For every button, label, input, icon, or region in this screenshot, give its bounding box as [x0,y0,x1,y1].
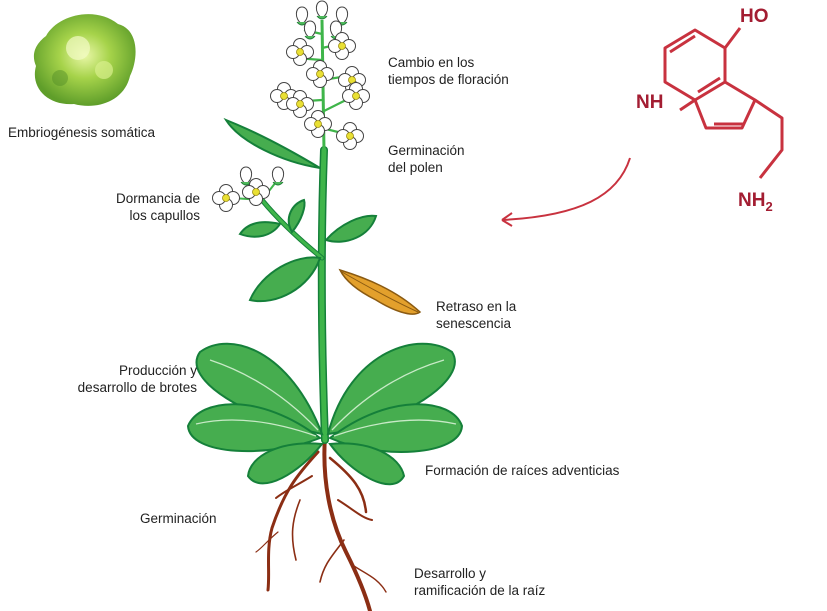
serotonin-structure [663,27,784,179]
label-embryogenesis: Embriogénesis somática [8,125,156,140]
label-flowering-line1: Cambio en los [388,55,475,70]
label-pollen: Germinación del polen [388,142,465,176]
label-shoots: Producción y desarrollo de brotes [78,362,197,396]
label-flowering-line2: tiempos de floración [388,72,509,87]
label-senescence: Retraso en la senescencia [436,298,516,332]
label-bud-dormancy-line2: los capullos [129,208,200,223]
label-bud-dormancy: Dormancia de los capullos [116,190,200,224]
amine-group-text: NH [738,190,766,211]
amine-ring-label: NH [636,92,664,113]
label-root-development: Desarrollo y ramificación de la raíz [414,565,545,599]
roots [255,434,387,611]
label-germination: Germinación [140,511,217,526]
hydroxyl-label: HO [740,6,769,27]
stem-leaves [223,117,378,303]
label-flowering: Cambio en los tiempos de floración [388,54,509,88]
arrow-icon [501,157,631,227]
label-shoots-line2: desarrollo de brotes [77,380,197,395]
amine-subscript: 2 [765,198,773,214]
label-root-development-line1: Desarrollo y [414,566,487,581]
label-bud-dormancy-line1: Dormancia de [115,191,200,206]
label-senescence-line2: senescencia [436,316,512,331]
inflorescence [270,0,370,151]
label-adventitious-roots: Formación de raíces adventicias [425,463,620,478]
senescent-leaf [338,268,422,315]
label-root-development-line2: ramificación de la raíz [414,583,546,598]
label-pollen-line1: Germinación [388,143,465,158]
label-pollen-line2: del polen [388,160,443,175]
side-inflorescence [212,166,285,212]
label-shoots-line1: Producción y [118,363,197,378]
label-senescence-line1: Retraso en la [436,299,517,314]
callus-image [33,14,136,106]
amine-group-label: NH2 [738,190,773,218]
